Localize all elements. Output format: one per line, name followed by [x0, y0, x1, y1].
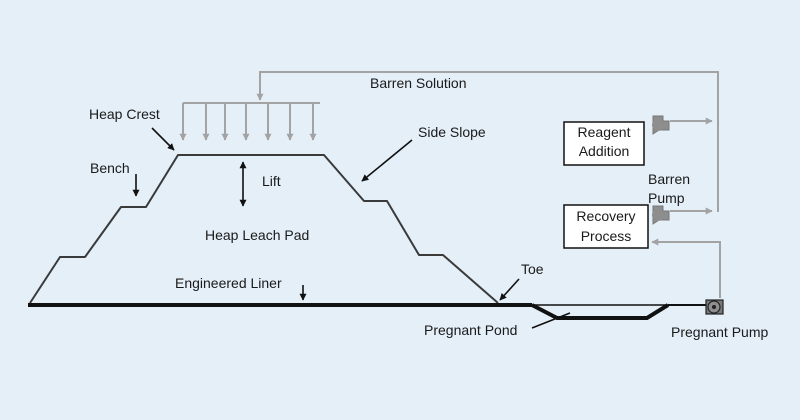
pregnant-to-recovery-line	[651, 238, 721, 298]
pump-icon	[652, 115, 670, 135]
reagent-addition-line1: Reagent	[578, 124, 631, 140]
side-slope-arrow	[361, 139, 413, 182]
reagent-addition-box: Reagent Addition	[563, 121, 645, 166]
recovery-process-box: Recovery Process	[563, 204, 649, 249]
side-slope-label: Side Slope	[418, 124, 486, 140]
pregnant-pond-leader	[531, 312, 571, 329]
barren-return-line	[256, 71, 719, 212]
recovery-process-line2: Process	[581, 228, 632, 244]
heap-leach-pad-label: Heap Leach Pad	[205, 227, 309, 243]
barren-solution-loop	[179, 71, 721, 298]
pregnant-pond-label: Pregnant Pond	[424, 322, 517, 338]
toe-arrow	[499, 278, 520, 301]
toe-label: Toe	[521, 261, 544, 277]
pregnant-pump-label: Pregnant Pump	[671, 324, 768, 340]
recovery-process-line1: Recovery	[576, 208, 635, 224]
callouts	[132, 127, 571, 329]
pump-icon	[705, 299, 724, 315]
pump-icon	[652, 205, 670, 225]
bench-label: Bench	[90, 160, 130, 176]
reagent-addition-line2: Addition	[579, 143, 630, 159]
barren-pump-label-line2: Pump	[648, 190, 685, 206]
barren-pump-label-line1: Barren	[648, 171, 690, 187]
heap-crest-arrow	[151, 127, 175, 151]
pregnant-pond	[531, 303, 670, 320]
lift-label: Lift	[262, 173, 281, 189]
engineered-liner-label: Engineered Liner	[175, 275, 282, 291]
heap-leach-pad-outline	[29, 154, 499, 304]
heap-crest-label: Heap Crest	[89, 106, 160, 122]
barren-solution-label: Barren Solution	[370, 75, 467, 91]
